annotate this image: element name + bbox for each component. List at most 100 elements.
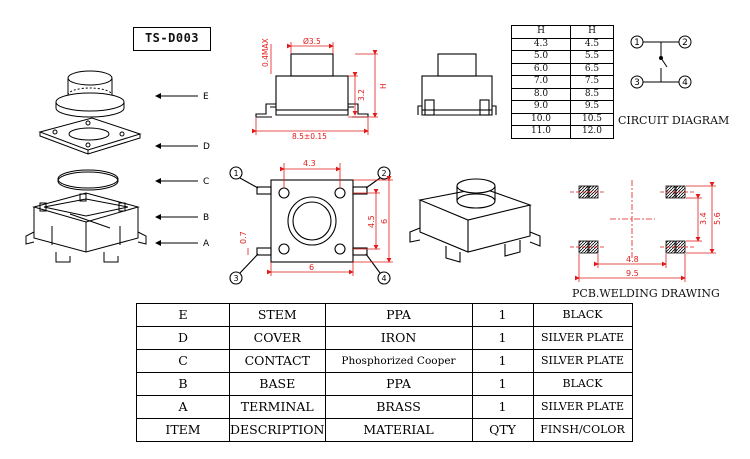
bom-qty: 1 — [471, 372, 534, 396]
top-pin-4: 4 — [381, 274, 386, 283]
front-view-dims — [252, 42, 378, 135]
bom-finish: BLACK — [532, 303, 633, 327]
height-cell: 5.0 — [511, 50, 571, 64]
exploded-label-d: D — [203, 142, 210, 152]
dim-stem-diameter: Ø3.5 — [303, 37, 321, 46]
circuit-diagram — [630, 35, 692, 89]
bom-finish: SILVER PLATE — [532, 349, 633, 373]
bom-material: Phosphorized Cooper — [324, 349, 473, 373]
height-cell: 7.0 — [511, 75, 571, 89]
technical-drawing: E D C B A Ø3.5 0.4MAX H 3.2 8.5±0.15 — [25, 35, 722, 285]
exploded-label-c: C — [203, 177, 209, 187]
table-row: A TERMINAL BRASS 1 SILVER PLATE — [136, 395, 633, 419]
bom-header-material: MATERIAL — [324, 418, 473, 442]
bom-qty: 1 — [471, 395, 534, 419]
height-cell: 9.0 — [511, 100, 571, 114]
table-row: B BASE PPA 1 BLACK — [136, 372, 633, 396]
bom-item: D — [136, 326, 230, 350]
bom-qty: 1 — [471, 349, 534, 373]
front-view — [255, 53, 369, 118]
bom-finish: SILVER PLATE — [532, 395, 633, 419]
table-row: C CONTACT Phosphorized Cooper 1 SILVER P… — [136, 349, 633, 373]
label-arrows — [155, 93, 198, 246]
dim-body-x: 6 — [309, 263, 314, 272]
bom-description: STEM — [229, 303, 326, 327]
bom-description: CONTACT — [229, 349, 326, 373]
bom-material: PPA — [324, 303, 473, 327]
bom-material: BRASS — [324, 395, 473, 419]
dim-height: H — [379, 83, 388, 89]
exploded-view — [25, 70, 198, 263]
pcb-dim-gap: 4.8 — [626, 255, 639, 264]
top-view-dims — [247, 163, 393, 276]
height-cell: 8.0 — [511, 87, 571, 101]
height-cell: 6.5 — [570, 62, 614, 76]
contact-part — [57, 169, 119, 191]
base-part — [25, 192, 147, 263]
exploded-label-b: B — [203, 213, 209, 223]
isometric-view — [409, 178, 541, 263]
height-cell: 8.5 — [570, 87, 614, 101]
bom-finish: SILVER PLATE — [532, 326, 633, 350]
circuit-pin-3: 3 — [634, 78, 640, 88]
circuit-pin-1: 1 — [634, 38, 640, 48]
height-cell: 10.0 — [511, 112, 571, 126]
height-cell: 11.0 — [511, 125, 571, 139]
circuit-diagram-title: CIRCUIT DIAGRAM — [618, 114, 730, 127]
bom-header-description: DESCRIPTION — [229, 418, 326, 442]
exploded-label-e: E — [203, 92, 209, 102]
bom-description: BASE — [229, 372, 326, 396]
cover-part — [38, 117, 142, 155]
exploded-label-a: A — [203, 239, 210, 249]
top-view — [229, 166, 391, 285]
height-table-header: H — [570, 25, 614, 39]
model-title: TS-D003 — [133, 27, 211, 51]
pcb-dims — [570, 180, 716, 282]
bom-item: A — [136, 395, 230, 419]
top-pin-1: 1 — [233, 169, 238, 178]
bom-finish: BLACK — [532, 372, 633, 396]
bom-material: PPA — [324, 372, 473, 396]
pcb-dim-inner: 3.4 — [699, 212, 708, 225]
dim-pin-width: 0.7 — [239, 231, 248, 244]
table-row: E STEM PPA 1 BLACK — [136, 303, 633, 327]
circuit-pin-2: 2 — [682, 38, 688, 48]
table-header-row: ITEM DESCRIPTION MATERIAL QTY FINSH/COLO… — [136, 418, 633, 442]
bom-item: C — [136, 349, 230, 373]
bom-item: E — [136, 303, 230, 327]
height-cell: 9.5 — [570, 100, 614, 114]
height-cell: 7.5 — [570, 75, 614, 89]
dim-body-y: 6 — [380, 219, 389, 224]
height-cell: 5.5 — [570, 50, 614, 64]
bom-header-finish: FINSH/COLOR — [532, 418, 633, 442]
pcb-dim-outer: 5.6 — [713, 212, 722, 225]
bom-header-item: ITEM — [136, 418, 230, 442]
pcb-drawing-title: PCB.WELDING DRAWING — [572, 287, 720, 300]
dim-pitch-x: 4.3 — [303, 159, 316, 168]
top-pin-2: 2 — [381, 169, 386, 178]
pcb-dim-span: 9.5 — [626, 269, 639, 278]
side-view — [417, 53, 497, 116]
height-cell: 6.0 — [511, 62, 571, 76]
dim-stem-max: 0.4MAX — [261, 38, 270, 67]
table-row: D COVER IRON 1 SILVER PLATE — [136, 326, 633, 350]
stem-part — [55, 70, 125, 118]
height-cell: 4.3 — [511, 37, 571, 51]
height-cell: 4.5 — [570, 37, 614, 51]
circuit-pin-4: 4 — [682, 78, 688, 88]
bom-header-qty: QTY — [471, 418, 534, 442]
dim-body-height: 3.2 — [357, 89, 366, 101]
bom-item: B — [136, 372, 230, 396]
height-cell: 10.5 — [570, 112, 614, 126]
dim-body-width: 8.5±0.15 — [292, 132, 327, 141]
bom-material: IRON — [324, 326, 473, 350]
height-table-header: H — [511, 25, 571, 39]
height-cell: 12.0 — [570, 125, 614, 139]
bom-table: E STEM PPA 1 BLACK D COVER IRON 1 SILVER… — [136, 303, 633, 442]
bom-description: COVER — [229, 326, 326, 350]
bom-qty: 1 — [471, 303, 534, 327]
top-pin-3: 3 — [233, 274, 238, 283]
dim-pitch-y: 4.5 — [367, 215, 376, 228]
bom-qty: 1 — [471, 326, 534, 350]
